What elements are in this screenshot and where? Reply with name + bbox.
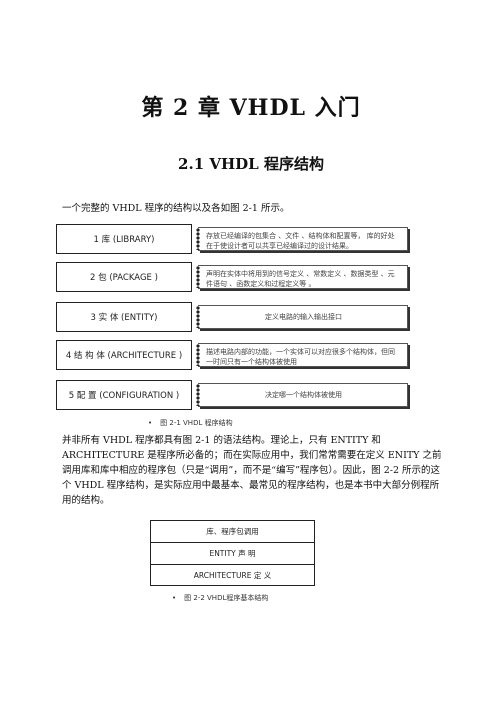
basic-structure-architecture: ARCHITECTURE 定 义: [150, 564, 315, 586]
structure-label-entity: 3 实 体 (ENTITY): [56, 302, 192, 332]
basic-structure-library: 库、程序包调用: [150, 520, 315, 542]
caption-text: 图 2-2 VHDL程序基本结构: [184, 594, 269, 602]
structure-label-architecture: 4 结 构 体 (ARCHITECTURE ): [56, 340, 192, 370]
figure-2-2-caption: • 图 2-2 VHDL程序基本结构: [172, 593, 268, 603]
basic-structure-entity: ENTITY 声 明: [150, 542, 315, 564]
structure-desc-architecture: 描述电路内部的功能，一个实体可以对应很多个结构体，但同一时间只有一个结构体被使用: [196, 343, 408, 367]
chapter-title: 第 2 章 VHDL 入门: [141, 95, 361, 121]
caption-text: 图 2-1 VHDL 程序结构: [160, 419, 233, 427]
body-paragraph: 并非所有 VHDL 程序都具有图 2-1 的语法结构。理论上，只有 ENTITY…: [62, 435, 442, 506]
structure-desc-entity: 定义电路的输入输出接口: [196, 305, 408, 329]
structure-desc-configuration: 决定哪一个结构体被使用: [196, 383, 408, 407]
structure-label-package: 2 包 (PACKAGE ): [56, 262, 192, 292]
structure-desc-package: 声明在实体中将用到的信号定义 、常数定义 、数据类型 、元件语句 、函数定义和过…: [196, 265, 408, 289]
structure-label-configuration: 5 配 置 (CONFIGURATION ): [56, 380, 192, 410]
figure-2-1-caption: • 图 2-1 VHDL 程序结构: [148, 418, 233, 428]
bullet-icon: •: [148, 419, 153, 427]
intro-text: 一个完整的 VHDL 程序的结构以及各如图 2-1 所示。: [62, 203, 290, 214]
structure-label-library: 1 库 (LIBRARY): [56, 224, 192, 254]
bullet-icon: •: [172, 594, 177, 602]
section-title: 2.1 VHDL 程序结构: [178, 155, 324, 173]
structure-desc-library: 存放已经编译的包集合 、文件 、结构体和配置等， 库的好处在于使设计者可以共享已…: [196, 227, 408, 251]
